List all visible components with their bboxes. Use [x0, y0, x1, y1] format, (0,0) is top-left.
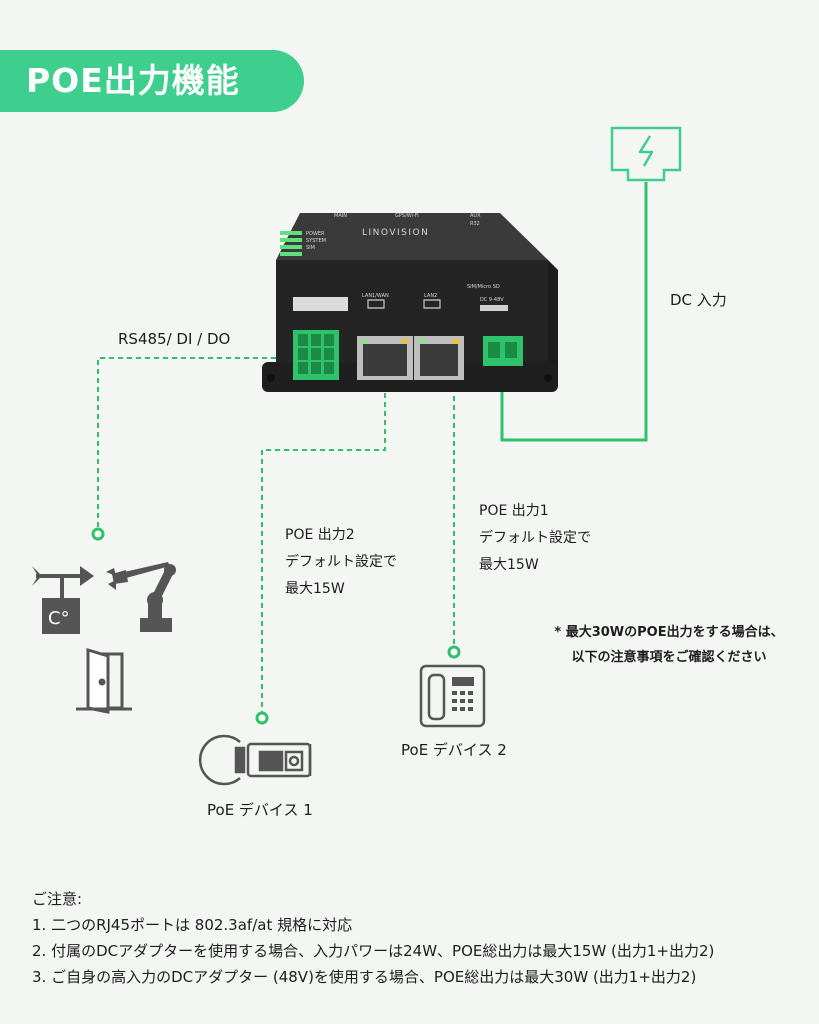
poe-device-2-label: PoE デバイス 2	[401, 741, 507, 759]
camera-icon	[198, 734, 312, 786]
note-item-1: 1. 二つのRJ45ポートは 802.3af/at 規格に対応	[32, 916, 353, 934]
attention-note-line2: 以下の注意事項をご確認ください	[571, 650, 767, 665]
device-dc-label: DC 9-48V	[480, 297, 504, 303]
poe2-connection-line	[261, 375, 386, 715]
poe1-end-dot	[447, 645, 461, 659]
dc-connection-line	[500, 182, 648, 442]
device-led-power: POWER	[306, 231, 325, 237]
device-brand: LINOVISION	[362, 228, 429, 238]
device-sim-label: SIM/Micro SD	[467, 284, 500, 290]
device-top-label-gps: GPS/Wi-Fi	[395, 213, 419, 219]
poe1-max: 最大15W	[479, 557, 539, 573]
poe2-title: POE 出力2	[285, 527, 355, 543]
poe-device-1-label: PoE デバイス 1	[207, 801, 313, 819]
note-item-2: 2. 付属のDCアダプターを使用する場合、入力パワーは24W、POE総出力は最大…	[32, 942, 715, 960]
poe2-label-group: POE 出力2 デフォルト設定で 最大15W	[285, 522, 397, 603]
power-socket-icon	[610, 126, 682, 182]
rs485-label: RS485/ DI / DO	[118, 330, 231, 348]
temp-unit-label: C°	[48, 608, 70, 629]
notes-section: ご注意: 1. 二つのRJ45ポートは 802.3af/at 規格に対応 2. …	[32, 886, 714, 990]
device-led-sim: SIM	[306, 245, 315, 251]
page-title: POE出力機能	[26, 61, 240, 100]
poe1-title: POE 出力1	[479, 503, 549, 519]
poe1-default: デフォルト設定で	[479, 530, 591, 546]
device-top-label-main: MAIN	[334, 213, 347, 219]
device-led-system: SYSTEM	[306, 238, 326, 244]
title-banner	[0, 50, 304, 112]
gateway-device	[262, 213, 558, 392]
note-item-3: 3. ご自身の高入力のDCアダプター (48V)を使用する場合、POE総出力は最…	[32, 968, 697, 986]
robot-arm-icon	[106, 562, 176, 632]
device-port-lan2: LAN2	[424, 293, 437, 299]
attention-note-line1: * 最大30WのPOE出力をする場合は、	[554, 625, 784, 640]
thermometer-icon: C°	[42, 598, 80, 634]
poe2-end-dot	[255, 711, 269, 725]
poe2-max: 最大15W	[285, 581, 345, 597]
device-top-label-aux: AUX	[470, 213, 481, 219]
dc-input-label: DC 入力	[670, 291, 727, 309]
rs485-end-dot	[91, 527, 105, 541]
poe2-default: デフォルト設定で	[285, 554, 397, 570]
rs485-connection-line	[97, 357, 303, 530]
device-aux-sub: R32	[470, 221, 480, 227]
ip-phone-icon	[419, 664, 486, 728]
door-icon	[76, 647, 132, 714]
notes-heading: ご注意:	[32, 890, 83, 908]
attention-note: * 最大30WのPOE出力をする場合は、 以下の注意事項をご確認ください	[546, 620, 792, 670]
device-port-lan1: LAN1/WAN	[362, 293, 389, 299]
weather-vane-icon	[32, 566, 94, 600]
device-printed-labels: LINOVISION MAIN GPS/Wi-Fi AUX R32 POWER …	[306, 213, 504, 303]
poe1-label-group: POE 出力1 デフォルト設定で 最大15W	[479, 498, 591, 579]
